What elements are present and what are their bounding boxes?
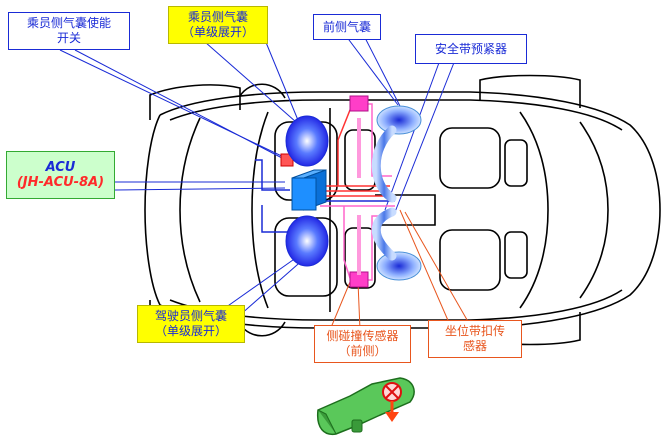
leader-lines xyxy=(59,27,456,316)
callout-text: 乘员侧气囊使能 xyxy=(26,16,111,30)
driver-airbag-component xyxy=(285,215,329,267)
callout-passenger-switch: 乘员侧气囊使能 开关 xyxy=(8,12,130,50)
callout-text: （单级展开） xyxy=(154,324,227,338)
callout-text: 感器 xyxy=(462,339,487,353)
acu-model: (JH-ACU-8A) xyxy=(16,175,105,190)
callout-text: 侧碰撞传感器 xyxy=(326,329,399,343)
pretensioner-right xyxy=(371,125,397,203)
callout-front-side-airbag: 前侧气囊 xyxy=(313,14,381,40)
callout-text: 坐位带扣传 xyxy=(444,324,505,338)
callout-text: （前侧） xyxy=(338,344,387,358)
buckle-sensor-illustration xyxy=(316,377,415,436)
front-side-airbag-left xyxy=(376,251,422,281)
callout-text: 前侧气囊 xyxy=(322,19,371,34)
callout-pretensioner: 安全带预紧器 xyxy=(415,34,527,64)
callout-text: 安全带预紧器 xyxy=(434,41,507,56)
callout-driver-airbag: 驾驶员侧气囊 （单级展开） xyxy=(137,305,245,343)
acu-unit xyxy=(291,169,327,211)
callout-text: 驾驶员侧气囊 xyxy=(154,309,227,323)
callout-passenger-airbag: 乘员侧气囊 （单级展开） xyxy=(168,6,268,44)
sensor-leader-lines xyxy=(329,209,471,331)
pretensioner-left xyxy=(371,207,397,261)
callout-text: 开关 xyxy=(56,31,81,45)
acu-title: ACU xyxy=(45,160,76,175)
front-side-airbag-right xyxy=(376,105,422,135)
callout-buckle-sensor: 坐位带扣传 感器 xyxy=(428,320,522,358)
callout-side-sensor: 侧碰撞传感器 （前侧） xyxy=(314,325,411,363)
passenger-airbag-component xyxy=(285,115,329,167)
side-sensor-right xyxy=(349,95,369,112)
pink-bar-lower xyxy=(357,215,361,275)
pink-bar-upper xyxy=(357,118,361,178)
callout-acu: ACU (JH-ACU-8A) xyxy=(6,151,115,199)
callout-text: （单级展开） xyxy=(181,25,254,39)
callout-text: 乘员侧气囊 xyxy=(187,10,248,24)
